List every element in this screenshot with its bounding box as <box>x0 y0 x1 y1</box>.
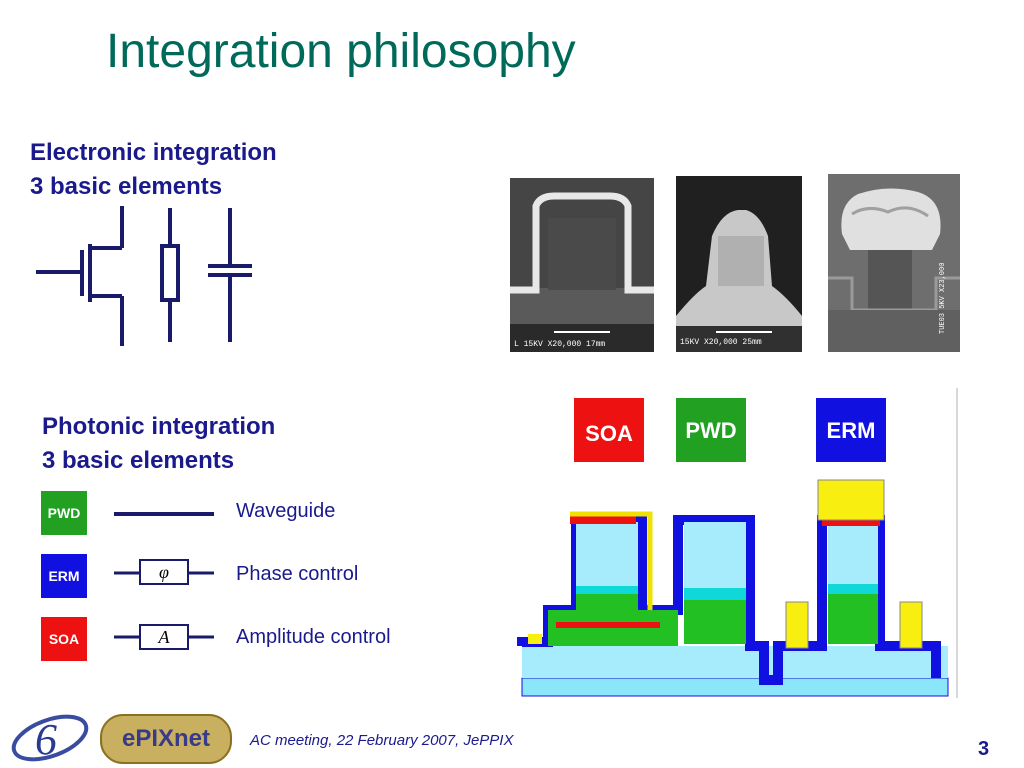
sem-caption-1: L 15KV X20,000 17mm <box>514 340 605 349</box>
electronic-heading-line2: 3 basic elements <box>30 173 223 200</box>
cross-section-label-soa: SOA <box>574 398 644 462</box>
svg-text:PWD: PWD <box>685 418 736 443</box>
epixnet-logo: ePIXnet <box>100 714 232 764</box>
fp6-logo: 6 <box>11 714 89 764</box>
phase-control-label: Phase control <box>236 563 359 585</box>
phase-symbol-text: φ <box>159 562 169 582</box>
sem-caption-2: 15KV X20,000 25mm <box>680 338 762 347</box>
pwd-box: PWD <box>41 491 87 535</box>
sem-image-2: 15KV X20,000 25mm <box>676 176 802 352</box>
cross-section-label-erm: ERM <box>816 398 886 462</box>
svg-text:ERM: ERM <box>827 418 876 443</box>
amplitude-symbol-text: A <box>158 627 171 647</box>
capacitor-symbol <box>208 208 252 342</box>
resistor-symbol <box>160 208 180 342</box>
electronic-heading: Electronic integration 3 basic elements <box>30 136 277 204</box>
erm-box: ERM <box>41 554 87 598</box>
electronic-heading-line1: Electronic integration <box>30 139 277 166</box>
page-number: 3 <box>978 738 990 760</box>
page-title: Integration philosophy <box>106 25 576 78</box>
soa-box: SOA <box>41 617 87 661</box>
electronic-symbols <box>36 206 252 346</box>
footer-text: AC meeting, 22 February 2007, JePPIX <box>250 732 514 749</box>
amplitude-control-label: Amplitude control <box>236 626 391 648</box>
sem-image-3: TUE03 5KV X23,000 <box>828 174 960 352</box>
cross-section-label-pwd: PWD <box>676 398 746 462</box>
fp6-logo-text: 6 <box>35 715 57 764</box>
photonic-heading-line2: 3 basic elements <box>42 447 235 474</box>
epixnet-logo-text: ePIXnet <box>121 725 211 752</box>
cross-section-diagram: SOA PWD ERM <box>508 388 958 698</box>
transistor-symbol <box>36 206 124 346</box>
amplitude-control-symbol: A <box>114 624 214 650</box>
photonic-heading: Photonic integration 3 basic elements <box>42 410 275 478</box>
phase-control-symbol: φ <box>114 559 214 585</box>
waveguide-label: Waveguide <box>236 500 336 522</box>
svg-text:SOA: SOA <box>585 421 633 446</box>
photonic-symbols: φ A <box>114 512 214 650</box>
sem-caption-3: TUE03 5KV X23,000 <box>939 263 947 334</box>
photonic-heading-line1: Photonic integration <box>42 413 276 440</box>
sem-image-1: L 15KV X20,000 17mm <box>510 178 654 352</box>
